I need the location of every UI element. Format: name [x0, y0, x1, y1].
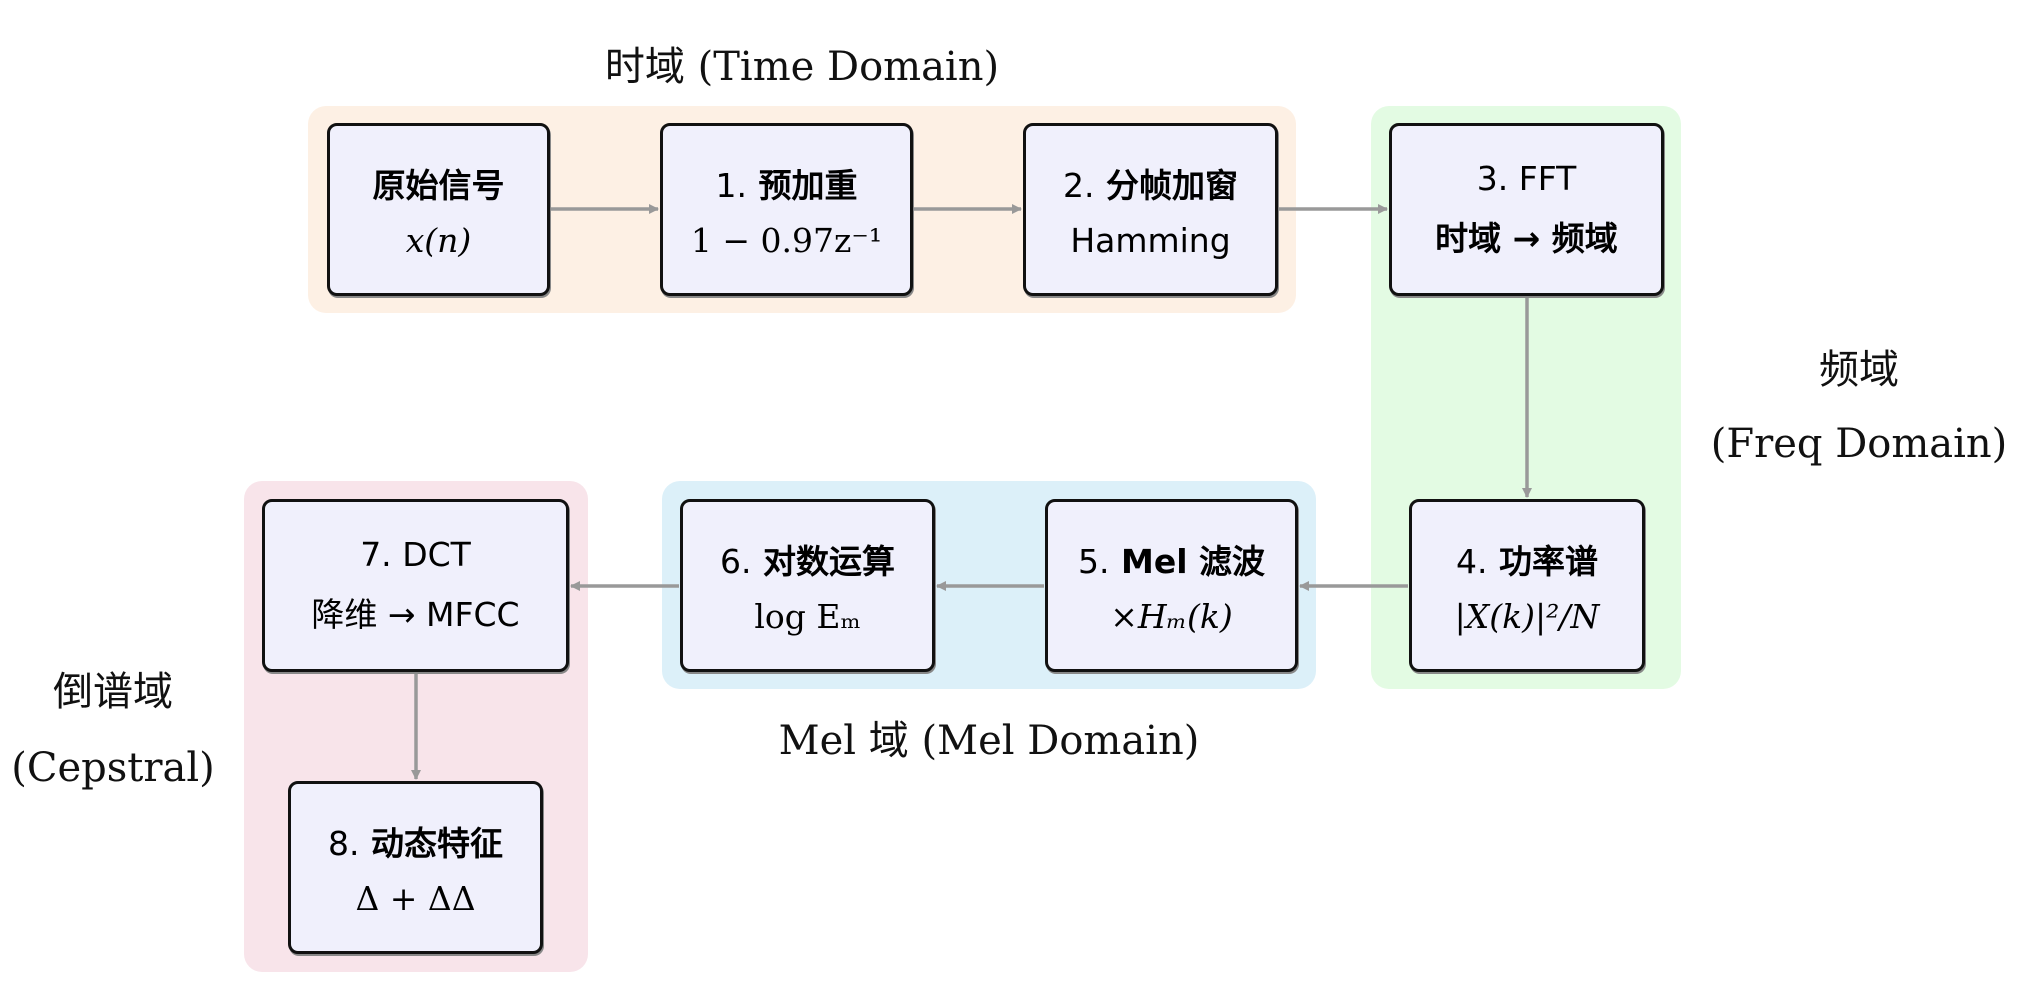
node-subtitle: Hamming	[1070, 221, 1231, 260]
node-title: 对数运算	[763, 542, 895, 581]
node-framing-windowing: 2. 分帧加窗 Hamming	[1023, 123, 1278, 296]
node-raw-signal: 原始信号 x(n)	[327, 123, 550, 296]
node-number: 8.	[328, 824, 360, 863]
node-title: DCT	[402, 535, 471, 574]
node-title: FFT	[1518, 159, 1577, 198]
node-number: 7.	[360, 535, 392, 574]
node-fft: 3. FFT 时域 → 频域	[1389, 123, 1664, 296]
node-formula: |X(k)|²/N	[1454, 597, 1600, 636]
node-formula: 1 − 0.97z⁻¹	[690, 221, 883, 260]
node-subtitle: 降维 → MFCC	[311, 595, 520, 634]
node-title: 预加重	[758, 166, 858, 205]
node-pre-emphasis: 1. 预加重 1 − 0.97z⁻¹	[660, 123, 913, 296]
cepstral-label-cn: 倒谱域	[53, 669, 173, 715]
node-subtitle: 时域 → 频域	[1435, 219, 1618, 258]
node-title: 功率谱	[1499, 542, 1598, 581]
node-number: 3.	[1476, 159, 1509, 198]
node-dct: 7. DCT 降维 → MFCC	[262, 499, 569, 672]
node-mel-filter: 5. Mel 滤波 ×Hₘ(k)	[1045, 499, 1298, 672]
node-log: 6. 对数运算 log Eₘ	[680, 499, 935, 672]
node-dynamic-features: 8. 动态特征 Δ + ΔΔ	[288, 781, 543, 954]
freq-domain-label-cn: 频域	[1819, 347, 1899, 393]
node-title: 原始信号	[372, 166, 505, 205]
node-number: 5.	[1077, 542, 1110, 581]
node-number: 4.	[1456, 542, 1488, 581]
node-formula: ×Hₘ(k)	[1110, 597, 1233, 636]
node-title: 分帧加窗	[1106, 166, 1238, 205]
node-title: 动态特征	[371, 824, 503, 863]
node-number: 1.	[715, 166, 748, 205]
node-formula: log Eₘ	[754, 597, 861, 636]
node-number: 2.	[1063, 166, 1095, 205]
cepstral-domain-label: 倒谱域 (Cepstral)	[11, 654, 214, 806]
cepstral-label-en: (Cepstral)	[11, 745, 215, 791]
node-title: Mel 滤波	[1120, 542, 1266, 581]
node-formula: Δ + ΔΔ	[355, 879, 476, 918]
mel-domain-label: Mel 域 (Mel Domain)	[778, 718, 1200, 764]
freq-domain-label-en: (Freq Domain)	[1710, 421, 2008, 467]
node-formula: x(n)	[405, 221, 472, 260]
node-number: 6.	[720, 542, 752, 581]
freq-domain-label: 频域 (Freq Domain)	[1711, 333, 2008, 481]
node-power-spectrum: 4. 功率谱 |X(k)|²/N	[1409, 499, 1645, 672]
time-domain-label: 时域 (Time Domain)	[604, 44, 1000, 90]
